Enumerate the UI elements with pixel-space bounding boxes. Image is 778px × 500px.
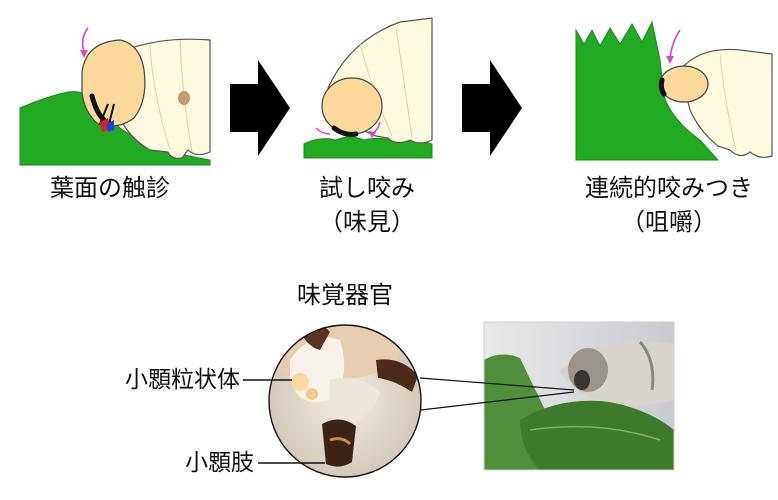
larva-spot-1 bbox=[178, 91, 190, 105]
organ-label-lower: 小顋肢 bbox=[185, 450, 254, 476]
larva-head-1 bbox=[81, 39, 146, 127]
organ-label-upper: 小顋粒状体 bbox=[125, 367, 240, 393]
step-3-sublabel: （咀嚼） bbox=[621, 208, 717, 236]
step-2-label: 試し咬み bbox=[319, 174, 415, 202]
organ-title: 味覚器官 bbox=[297, 281, 393, 309]
panel-palpation bbox=[19, 27, 211, 166]
panel-test-bite bbox=[303, 17, 433, 159]
motion-arrow-3 bbox=[669, 29, 681, 59]
silkworm-photo bbox=[483, 321, 675, 471]
larva-head-2 bbox=[321, 77, 383, 135]
step-3-label: 連続的咬みつき bbox=[585, 174, 753, 202]
maxillary-galea bbox=[291, 373, 309, 391]
panel-continuous-bite bbox=[575, 20, 773, 161]
magnified-organ bbox=[268, 324, 422, 478]
step-2-sublabel: （味見） bbox=[319, 208, 415, 236]
zoom-line-top bbox=[419, 377, 575, 391]
step-arrow-1 bbox=[230, 60, 290, 156]
larva-head-3 bbox=[659, 65, 709, 103]
zoom-line-bottom bbox=[420, 391, 575, 411]
step-1-label: 葉面の触診 bbox=[50, 174, 170, 202]
maxillary-palp bbox=[322, 419, 356, 467]
motion-arrow-1 bbox=[81, 27, 89, 53]
mouth-blue bbox=[106, 120, 114, 132]
step-arrow-2 bbox=[462, 60, 522, 156]
